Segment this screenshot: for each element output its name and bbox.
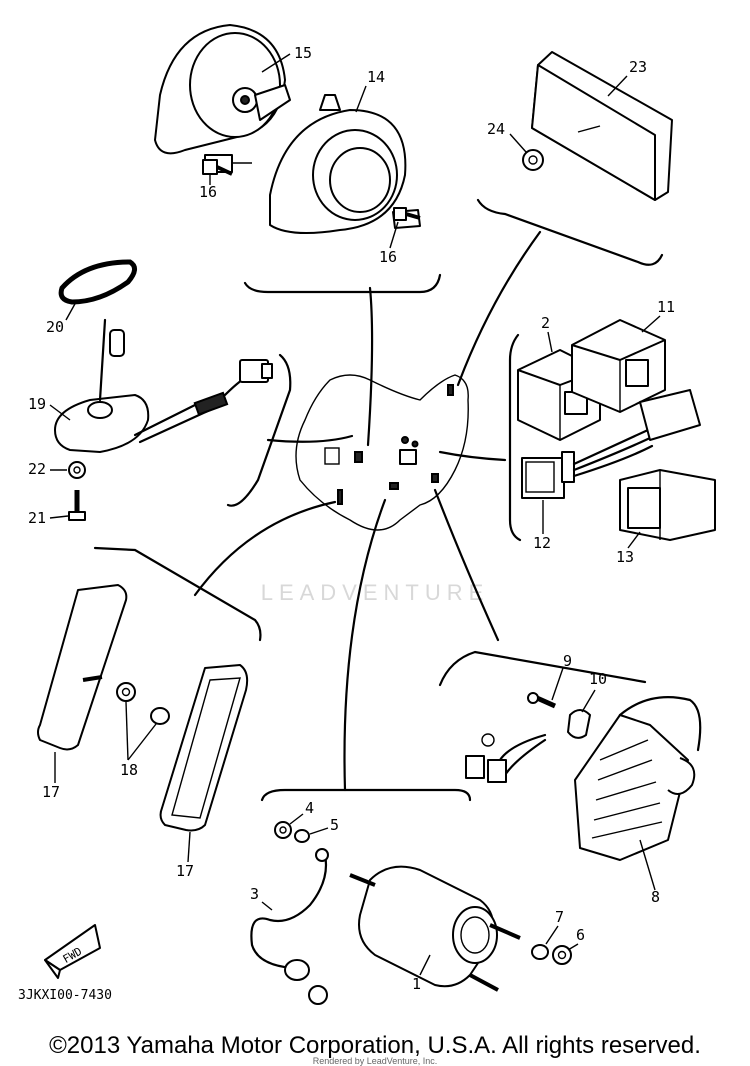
leader-sender	[266, 434, 354, 443]
leader-relay	[343, 498, 387, 792]
leader-regulator	[433, 488, 500, 642]
horn-14[interactable]	[269, 94, 421, 234]
diagram-code: 3JKXI00-7430	[18, 988, 112, 1003]
clamp-10[interactable]	[567, 709, 591, 739]
bracket-side-reflectors	[93, 546, 262, 642]
callout-22: 22	[28, 460, 46, 478]
callouts: 15 14 23 24 16 16 20 2 11 19 22 21 12 13…	[28, 44, 675, 993]
nut-4[interactable]	[274, 821, 292, 839]
bracket-ecu	[508, 333, 522, 542]
starter-relay-1[interactable]	[349, 865, 521, 992]
copyright-text: ©2013 Yamaha Motor Corporation, U.S.A. A…	[49, 1032, 701, 1059]
nut-24[interactable]	[522, 149, 544, 171]
gasket-20[interactable]	[58, 259, 137, 305]
watermark: LEADVENTURE	[260, 580, 490, 605]
callout-20: 20	[46, 318, 64, 336]
callout-2: 2	[541, 314, 550, 332]
screw-16-top[interactable]	[202, 159, 233, 176]
callout-3: 3	[250, 885, 259, 903]
rectifier-regulator-8[interactable]	[465, 696, 702, 861]
callout-12: 12	[533, 534, 551, 552]
reflector-17-right[interactable]	[159, 664, 249, 832]
callout-24: 24	[487, 120, 505, 138]
coupler-13[interactable]	[619, 469, 716, 541]
nut-6[interactable]	[552, 945, 572, 965]
callout-17a: 17	[42, 783, 60, 801]
callout-4: 4	[305, 799, 314, 817]
connector-12[interactable]	[521, 389, 701, 499]
bracket-regulator	[438, 650, 647, 687]
callout-7: 7	[555, 908, 564, 926]
callout-8: 8	[651, 888, 660, 906]
washer-5[interactable]	[294, 829, 310, 843]
callout-5: 5	[330, 816, 339, 834]
washer-7[interactable]	[531, 944, 549, 960]
leader-reflector	[456, 230, 542, 387]
callout-11: 11	[657, 298, 675, 316]
leader-side	[193, 500, 337, 597]
reflector-23[interactable]	[531, 51, 673, 201]
bracket-sender	[226, 353, 292, 507]
motorcycle-outline	[295, 374, 469, 531]
horn-15[interactable]	[154, 24, 291, 173]
callout-9: 9	[563, 652, 572, 670]
leader-ecu	[438, 450, 507, 462]
callout-10: 10	[589, 670, 607, 688]
nut-18[interactable]	[116, 682, 170, 761]
bracket-relay	[260, 788, 472, 802]
unit-11[interactable]	[571, 319, 666, 413]
bolt-9[interactable]	[527, 692, 557, 709]
nut-22[interactable]	[68, 461, 86, 479]
callout-21: 21	[28, 509, 46, 527]
callout-23: 23	[629, 58, 647, 76]
bolt-21[interactable]	[68, 490, 86, 521]
fwd-arrow-icon: FWD	[44, 924, 101, 979]
leader-horns	[366, 286, 374, 447]
fuel-sender-19[interactable]	[54, 318, 273, 453]
callout-18: 18	[120, 761, 138, 779]
callout-17b: 17	[176, 862, 194, 880]
rendered-by-text: Rendered by LeadVenture, Inc.	[312, 1056, 438, 1066]
screw-16-right[interactable]	[393, 207, 421, 221]
callout-6: 6	[576, 926, 585, 944]
callout-leaders	[49, 53, 661, 976]
cable-3[interactable]	[250, 848, 329, 1005]
callout-13: 13	[616, 548, 634, 566]
reflector-17-left[interactable]	[37, 584, 128, 751]
bracket-horns	[243, 273, 442, 294]
callout-16a: 16	[199, 183, 217, 201]
callout-15: 15	[294, 44, 312, 62]
callout-1: 1	[412, 975, 421, 993]
bracket-reflector	[476, 198, 664, 266]
callout-14: 14	[367, 68, 385, 86]
callout-16b: 16	[379, 248, 397, 266]
callout-19: 19	[28, 395, 46, 413]
